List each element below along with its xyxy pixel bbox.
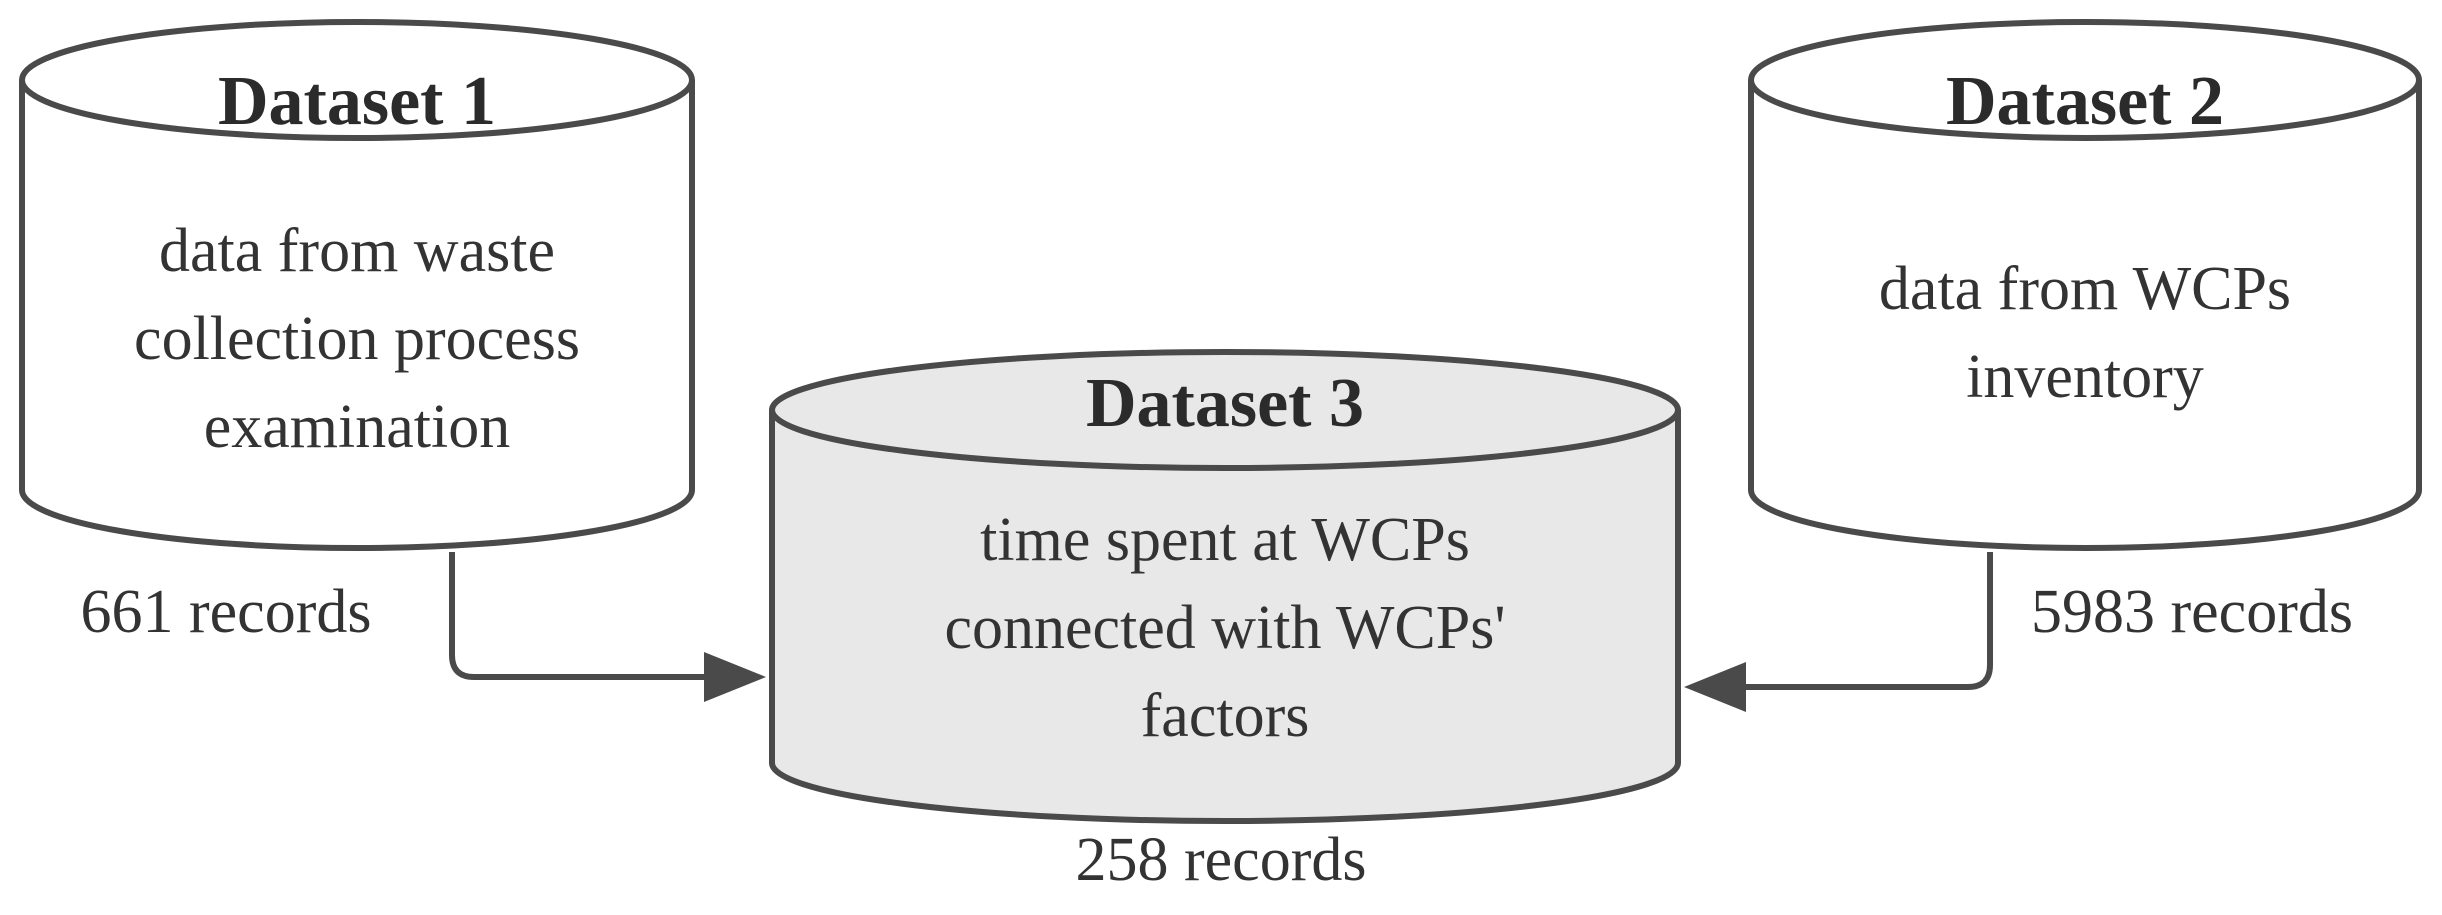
- dataset-3-cylinder: Dataset 3 time spent at WCPs connected w…: [769, 349, 1681, 824]
- dataset-1-line-3: examination: [204, 393, 510, 461]
- dataset-2-title: Dataset 2: [1946, 63, 2224, 140]
- dataset-3-line-1: time spent at WCPs: [980, 506, 1470, 574]
- arrowhead-right-icon: [704, 652, 766, 702]
- dataset-3-record-count: 258 records: [1076, 826, 1367, 894]
- arrowhead-left-icon: [1684, 662, 1746, 712]
- dataset-3-line-2: connected with WCPs': [944, 594, 1505, 662]
- dataset-1-line-2: collection process: [134, 305, 580, 373]
- dataset-1-record-count: 661 records: [81, 578, 372, 646]
- dataset-1-line-1: data from waste: [159, 217, 555, 285]
- dataset-1-title: Dataset 1: [218, 63, 496, 140]
- dataset-2-cylinder: Dataset 2 data from WCPs inventory: [1748, 19, 2422, 551]
- connector-dataset-2-to-3: [1684, 552, 1993, 712]
- connector-dataset-1-to-3: [449, 552, 766, 702]
- dataset-2-line-1: data from WCPs: [1879, 255, 2291, 323]
- dataset-3-line-3: factors: [1141, 682, 1310, 750]
- dataset-2-record-count: 5983 records: [2031, 578, 2353, 646]
- dataset-2-line-2: inventory: [1966, 343, 2204, 411]
- dataset-3-title: Dataset 3: [1086, 365, 1364, 442]
- dataset-1-cylinder: Dataset 1 data from waste collection pro…: [19, 19, 695, 551]
